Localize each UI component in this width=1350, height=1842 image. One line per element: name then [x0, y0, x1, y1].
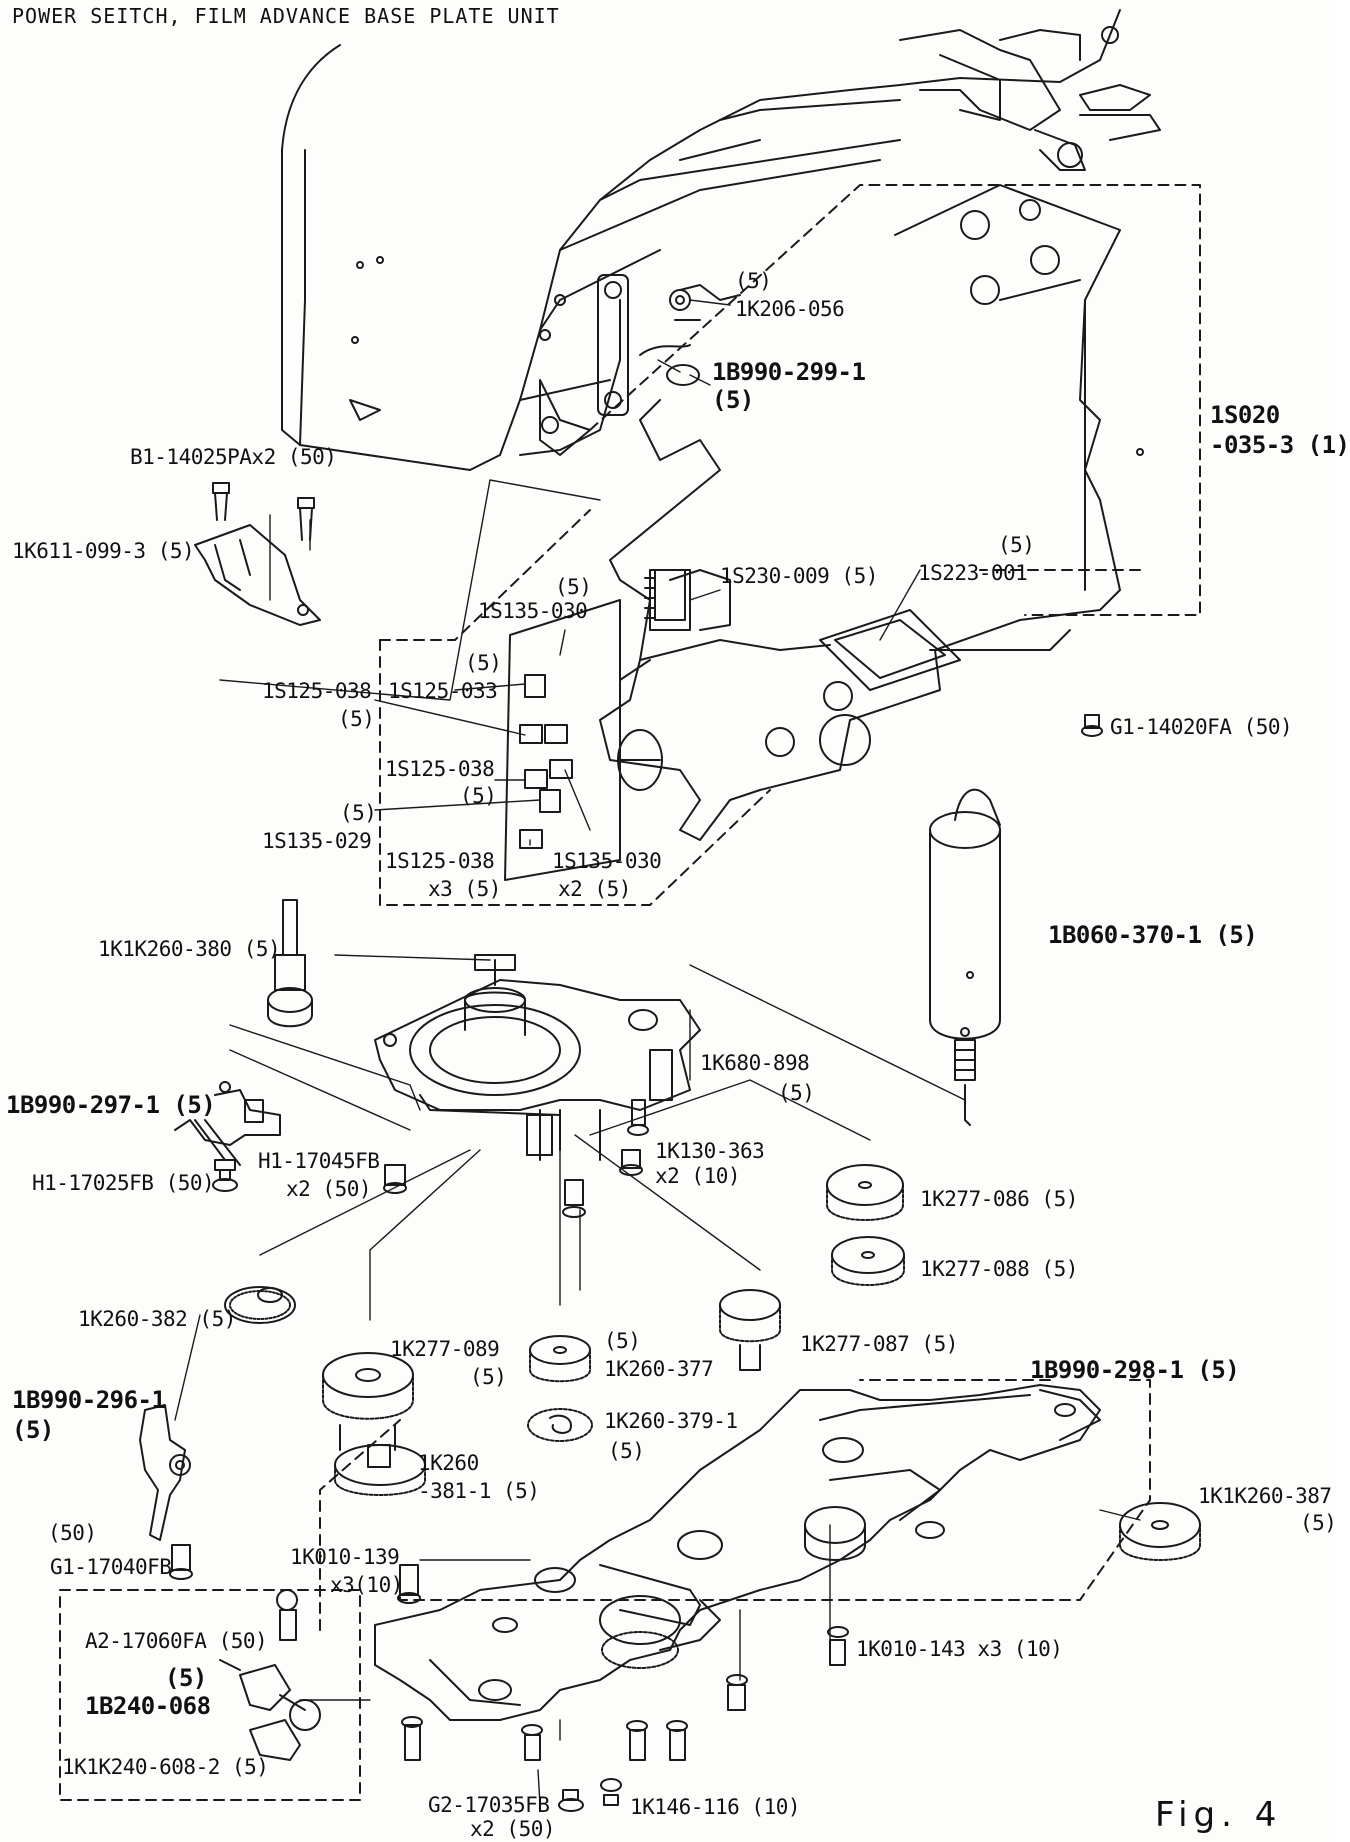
part-label: A2-17060FA (50) [85, 1629, 268, 1653]
part-label: 1K206-056 [735, 297, 845, 321]
screws [169, 714, 1103, 1812]
part-label: 1B990-298-1 (5) [1030, 1356, 1240, 1384]
part-label: 1S135-029 [262, 829, 372, 853]
part-label: 1K010-139 [290, 1545, 400, 1569]
part-label: (5) [712, 386, 754, 414]
part-label: G2-17035FB [428, 1793, 550, 1817]
part-label: (5) [12, 1416, 54, 1444]
part-label: 1K260-382 (5) [78, 1307, 236, 1331]
part-label: 1S125-038 [262, 679, 372, 703]
bracket-1K611-099-3 [194, 482, 321, 626]
part-label: 1K260-377 [604, 1357, 714, 1381]
part-label: 1K260 [418, 1451, 479, 1475]
contact-1B990-299-1 [639, 344, 700, 386]
part-label: 1K277-089 [390, 1337, 500, 1361]
part-label: H1-17025FB (50) [32, 1171, 215, 1195]
part-label: x2 (10) [655, 1164, 741, 1188]
part-label: -381-1 (5) [418, 1479, 540, 1503]
part-label: 1S135-030 [552, 849, 662, 873]
switch-1B990-297-1 [174, 1081, 281, 1166]
part-label: 1B060-370-1 (5) [1048, 921, 1258, 949]
part-label: x2 (50) [470, 1817, 556, 1841]
leader-lines-middle [229, 954, 966, 1321]
part-label: (5) [608, 1439, 645, 1463]
figure-number: Fig. 4 [1155, 1795, 1283, 1835]
part-label: (5) [778, 1081, 815, 1105]
drawing-title: POWER SEITCH, FILM ADVANCE BASE PLATE UN… [12, 4, 560, 28]
leader-lines-top [219, 299, 921, 846]
part-label: B1-14025PAx2 (50) [130, 445, 337, 469]
part-label: x3 (5) [428, 877, 501, 901]
motor-1B060-370-1 [929, 788, 1001, 1126]
part-label: 1B240-068 [85, 1692, 211, 1720]
part-label: (5) [470, 1365, 507, 1389]
latch-1B240-068 [219, 1659, 321, 1761]
part-label: (5) [460, 784, 497, 808]
leader-lines-bottom [174, 1314, 1141, 1806]
part-label: -035-3 (1) [1210, 431, 1350, 459]
part-label: H1-17045FB [258, 1149, 380, 1173]
part-label: 1S135-030 [478, 599, 588, 623]
part-label: 1B990-299-1 [712, 358, 866, 386]
part-label: 1K1K260-380 (5) [98, 937, 281, 961]
part-label: (5) [604, 1329, 641, 1353]
part-label: 1K1K260-387 [1198, 1484, 1332, 1508]
part-label: 1K277-088 (5) [920, 1257, 1078, 1281]
base-plate-1B990-298-1 [374, 1384, 1101, 1721]
part-label: 1K130-363 [655, 1139, 765, 1163]
part-label: 1S223-001 [918, 561, 1028, 585]
part-label: (5) [735, 269, 772, 293]
part-label: x2 (5) [558, 877, 631, 901]
part-label: 1K1K240-608-2 (5) [62, 1755, 269, 1779]
part-label: 1K611-099-3 (5) [12, 539, 195, 563]
dashed-frames [59, 184, 1201, 1801]
part-label: 1K146-116 (10) [630, 1795, 801, 1819]
part-label: 1K260-379-1 [604, 1409, 738, 1433]
part-label: 1B990-297-1 (5) [6, 1091, 216, 1119]
part-label: G1-14020FA (50) [1110, 715, 1293, 739]
shaft-1K1K260-380 [267, 899, 313, 1028]
part-label: (5) [555, 575, 592, 599]
part-label: 1S125-038 [385, 849, 495, 873]
part-label: (50) [48, 1521, 97, 1545]
camera-body [281, 9, 1161, 471]
sub-board-components [504, 599, 661, 881]
part-label: (5) [340, 801, 377, 825]
flex-board-1S020 [599, 184, 1144, 841]
part-label: (5) [1300, 1511, 1337, 1535]
part-label: 1S230-009 (5) [720, 564, 878, 588]
part-label: (5) [338, 707, 375, 731]
main-chassis [374, 954, 701, 1161]
part-label: 1K277-086 (5) [920, 1187, 1078, 1211]
part-label: 1S125-033 [388, 679, 498, 703]
part-label: G1-17040FB [50, 1555, 172, 1579]
part-label: 1S125-038 [385, 757, 495, 781]
part-label: 1B990-296-1 [12, 1386, 166, 1414]
part-label: x2 (50) [286, 1177, 372, 1201]
part-label: 1K010-143 x3 (10) [856, 1637, 1063, 1661]
part-label: (5) [465, 651, 502, 675]
part-label: (5) [165, 1664, 207, 1692]
part-label: 1K680-898 [700, 1051, 810, 1075]
part-label: (5) [998, 533, 1035, 557]
part-label: 1S020 [1210, 401, 1280, 429]
gears [139, 1164, 1201, 1561]
part-label: 1K277-087 (5) [800, 1332, 958, 1356]
part-label: x3(10) [330, 1573, 403, 1597]
